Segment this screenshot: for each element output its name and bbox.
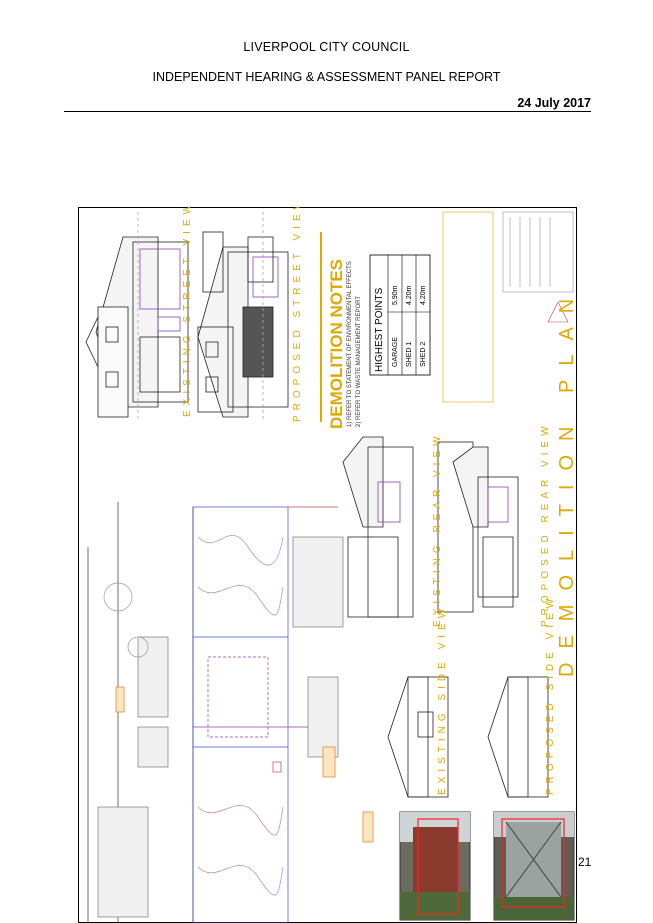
existing-rear-label: EXISTING REAR VIEW bbox=[432, 431, 443, 627]
demolition-plan-drawing: EXISTING STREET VIEW ELEVATION PROPOSED … bbox=[78, 207, 577, 923]
existing-street-label: EXISTING STREET VIEW ELEVATION bbox=[182, 207, 193, 417]
side-view-sketches bbox=[387, 676, 549, 798]
site-plan bbox=[87, 502, 374, 923]
highest-points-table: HIGHEST POINTS GARAGE 5.90m SHED 1 4.20m… bbox=[369, 254, 431, 376]
council-name: LIVERPOOL CITY COUNCIL bbox=[243, 40, 410, 54]
demolition-plan-title: DEMOLITION PLAN bbox=[556, 285, 577, 677]
existing-side-label: EXISTING SIDE VIEW bbox=[437, 604, 448, 795]
report-title: INDEPENDENT HEARING & ASSESSMENT PANEL R… bbox=[152, 70, 501, 84]
proposed-side-label: PROPOSED SIDE VIEW bbox=[545, 594, 556, 795]
page-number: 21 bbox=[578, 855, 592, 869]
site-photos bbox=[399, 811, 575, 921]
proposed-street-label: PROPOSED STREET VIEW ELEVATION bbox=[292, 207, 303, 422]
row-shed1-value: 4.20m bbox=[406, 285, 413, 305]
note-1: 1) REFER TO STATEMENT OF ENVIRONMENTAL E… bbox=[347, 261, 353, 427]
rear-view-sketches bbox=[342, 436, 519, 618]
proposed-rear-label: PROPOSED REAR VIEW bbox=[540, 421, 551, 627]
row-garage-label: GARAGE bbox=[392, 337, 399, 367]
row-shed1-label: SHED 1 bbox=[406, 342, 413, 367]
header-rule bbox=[64, 111, 591, 112]
title-block bbox=[442, 211, 574, 403]
report-date: 24 July 2017 bbox=[517, 96, 591, 110]
row-garage-value: 5.90m bbox=[392, 285, 399, 305]
demolition-notes-title: DEMOLITION NOTES bbox=[327, 259, 346, 429]
row-shed2-label: SHED 2 bbox=[420, 342, 427, 367]
highest-points-title: HIGHEST POINTS bbox=[374, 287, 385, 372]
street-elevation-sketches bbox=[85, 212, 289, 422]
row-shed2-value: 4.20m bbox=[420, 285, 427, 305]
note-2: 2) REFER TO WASTE MANAGEMENT REPORT bbox=[356, 296, 362, 427]
